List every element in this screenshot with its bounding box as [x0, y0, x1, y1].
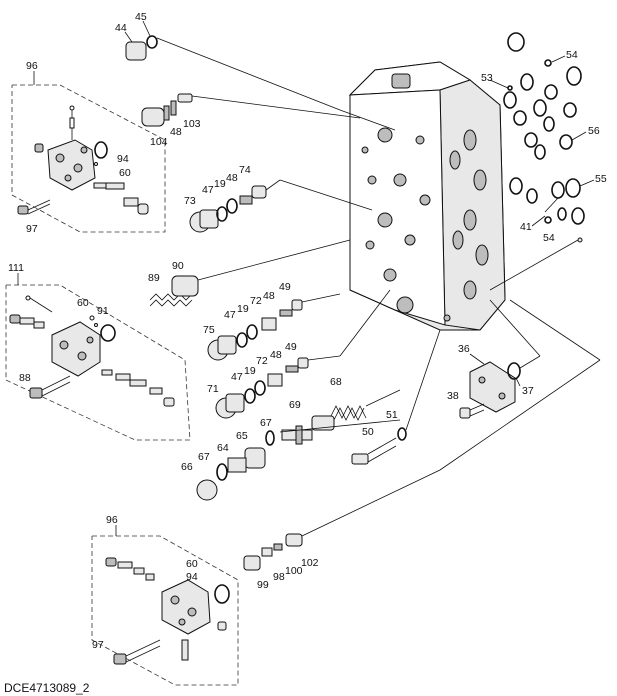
callout-103: 103	[183, 118, 201, 130]
callout-49b: 49	[285, 341, 297, 353]
drawing-id-caption: DCE4713089_2	[4, 681, 90, 695]
callout-54b: 54	[543, 232, 555, 244]
callout-68: 68	[330, 376, 342, 388]
callout-72: 72	[250, 295, 262, 307]
callout-100: 100	[285, 565, 303, 577]
callout-19: 19	[214, 178, 226, 190]
callout-64: 64	[217, 442, 229, 454]
valve-71-group	[215, 289, 391, 419]
callout-75: 75	[203, 324, 215, 336]
callout-88: 88	[19, 372, 31, 384]
callout-60b: 60	[77, 297, 89, 309]
callout-67b: 67	[198, 451, 210, 463]
callout-55: 55	[595, 173, 607, 185]
callout-73: 73	[184, 195, 196, 207]
main-valve-body	[348, 61, 506, 331]
callout-91: 91	[97, 305, 109, 317]
callout-69: 69	[289, 399, 301, 411]
callout-labels: 44 45 96 94 60 97 104 48 103 73 47 19 48…	[8, 11, 607, 651]
callout-19c: 19	[244, 365, 256, 377]
callout-56: 56	[588, 125, 600, 137]
callout-89: 89	[148, 272, 160, 284]
callout-37: 37	[522, 385, 534, 397]
callout-36: 36	[458, 343, 470, 355]
sub-assembly-111	[5, 284, 191, 441]
piston-65-group	[196, 419, 401, 501]
callout-111: 111	[8, 262, 24, 274]
callout-44: 44	[115, 22, 127, 34]
callout-45: 45	[135, 11, 147, 23]
callout-48c: 48	[263, 290, 275, 302]
callout-47: 47	[202, 184, 214, 196]
callout-60c: 60	[186, 558, 198, 570]
cap-104-group	[141, 93, 361, 127]
callout-71: 71	[207, 383, 219, 395]
o-ring-set	[489, 32, 585, 291]
plug-44	[125, 35, 396, 131]
callout-38: 38	[447, 390, 459, 402]
callout-67: 67	[260, 417, 272, 429]
relief-valve-73-group	[189, 179, 373, 233]
callout-19b: 19	[237, 303, 249, 315]
callout-49: 49	[279, 281, 291, 293]
callout-53: 53	[481, 72, 493, 84]
callout-65: 65	[236, 430, 248, 442]
callout-99: 99	[257, 579, 269, 591]
callout-54: 54	[566, 49, 578, 61]
callout-96: 96	[26, 60, 38, 72]
callout-97b: 97	[92, 639, 104, 651]
callout-66: 66	[181, 461, 193, 473]
callout-60: 60	[119, 167, 131, 179]
callout-104: 104	[150, 136, 168, 148]
callout-97: 97	[26, 223, 38, 235]
callout-90: 90	[172, 260, 184, 272]
callout-74: 74	[239, 164, 251, 176]
callout-41: 41	[520, 221, 532, 233]
callout-102: 102	[301, 557, 319, 569]
callout-96b: 96	[106, 514, 118, 526]
callout-72b: 72	[256, 355, 268, 367]
spool-69-group	[281, 389, 401, 445]
check-valve-99-group	[243, 299, 601, 571]
cover-36-group	[459, 299, 541, 419]
valve-75-group	[207, 293, 341, 361]
sub-assembly-96-lower	[91, 535, 239, 686]
callout-47c: 47	[231, 371, 243, 383]
spring-89-group	[149, 239, 351, 307]
callout-leaders	[17, 20, 595, 536]
callout-51: 51	[386, 409, 398, 421]
callout-48b: 48	[226, 172, 238, 184]
callout-48d: 48	[270, 349, 282, 361]
sub-assembly-96-upper	[11, 84, 166, 233]
callout-48: 48	[170, 126, 182, 138]
callout-98: 98	[273, 571, 285, 583]
callout-94b: 94	[186, 571, 198, 583]
callout-50: 50	[362, 426, 374, 438]
callout-47b: 47	[224, 309, 236, 321]
bolt-50-group	[351, 329, 441, 465]
callout-94: 94	[117, 153, 129, 165]
